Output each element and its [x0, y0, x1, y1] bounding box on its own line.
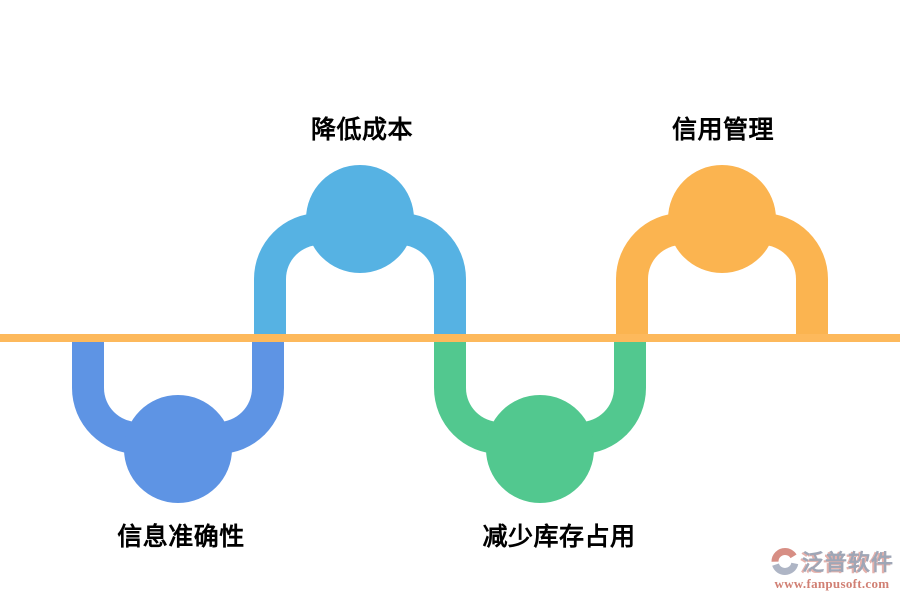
watermark-url: www.fanpusoft.com [774, 576, 890, 591]
baseline-divider [0, 334, 900, 342]
node-circle-reduce-inventory [486, 395, 594, 503]
node-circle-credit-management [668, 165, 776, 273]
label-info-accuracy: 信息准确性 [117, 522, 245, 551]
label-reduce-inventory: 减少库存占用 [482, 522, 636, 551]
watermark-brand: 泛普软件 [801, 551, 894, 576]
node-circle-reduce-cost [306, 165, 414, 273]
watermark: 泛普软件 www.fanpusoft.com [770, 545, 894, 592]
node-circle-info-accuracy [124, 395, 232, 503]
label-reduce-cost: 降低成本 [310, 115, 413, 144]
fanpu-logo-icon [771, 548, 799, 575]
label-credit-management: 信用管理 [671, 115, 774, 144]
